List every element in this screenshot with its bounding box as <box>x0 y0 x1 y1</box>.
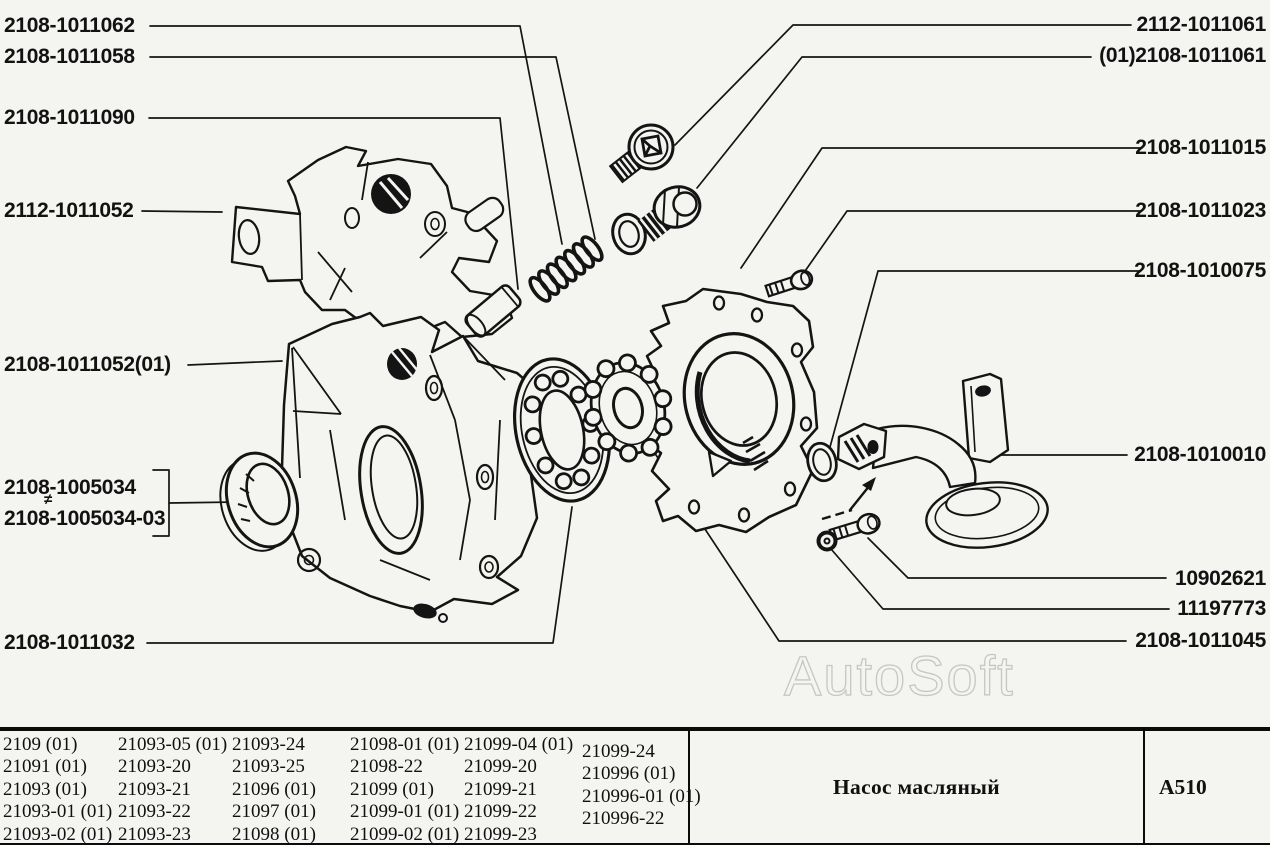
hex-plug-drawing <box>637 185 702 242</box>
applicability-table: 2109 (01)21091 (01)21093 (01)21093-01 (0… <box>0 727 1270 845</box>
part-number-label: 2108-1011062 <box>4 14 135 37</box>
outer-rotor-drawing <box>512 357 612 503</box>
model-number-cell: 21099-23 <box>464 823 537 845</box>
model-list: 2109 (01)21091 (01)21093 (01)21093-01 (0… <box>0 731 701 845</box>
part-name: Насос масляный <box>833 774 1000 799</box>
leader-line <box>826 270 1141 459</box>
bracket-hole <box>237 219 261 255</box>
autosoft-watermark: AutoSoft <box>783 643 1015 707</box>
valve-spring-drawing <box>528 235 604 303</box>
leader-line <box>149 25 563 245</box>
leader-line <box>802 210 1141 275</box>
part-number-label: 2108-1005034-03 <box>4 507 166 530</box>
hex-socket <box>640 134 663 158</box>
model-number-cell: 21093-05 (01) <box>118 734 228 755</box>
pickup-flange <box>836 422 888 471</box>
relief-valve-drawing <box>464 284 522 338</box>
model-number-cell: 21099 (01) <box>350 778 434 800</box>
part-number-label: 2108-1011015 <box>1135 136 1266 159</box>
not-equal-symbol: ≠ <box>44 491 53 508</box>
part-number-label: 2108-1010075 <box>1134 259 1266 282</box>
upper-housing-drawing <box>230 145 514 339</box>
cover-bolt-drawing <box>764 269 814 298</box>
part-number-label: 2108-1011058 <box>4 45 135 68</box>
pickup-bolt-drawing <box>828 512 881 542</box>
leader-line <box>867 537 1167 579</box>
part-number-label: 2108-1011023 <box>1135 199 1266 222</box>
model-number-cell: 21099-04 (01) <box>464 734 574 755</box>
leader-line <box>696 56 1092 189</box>
model-number-cell: 21098-22 <box>350 756 423 778</box>
leader-line <box>830 548 1170 610</box>
pickup-oring-drawing <box>806 441 838 483</box>
part-number-label: 2108-1010010 <box>1134 443 1266 466</box>
model-number-cell: 21099-24 <box>582 740 655 762</box>
leader-lines <box>141 24 1170 644</box>
part-number-label: 2112-1011052 <box>4 199 134 222</box>
socket-plug-drawing <box>608 123 675 184</box>
oil-pickup-drawing <box>836 372 1049 549</box>
part-number-label: 10902621 <box>1174 567 1266 590</box>
exploded-view-drawing <box>141 24 1170 644</box>
model-number-cell: 21093-21 <box>118 778 191 800</box>
model-number-cell: 210996-01 (01) <box>582 785 701 807</box>
part-number-label: 2108-1011052(01) <box>4 353 171 376</box>
model-number-cell: 21099-01 (01) <box>350 801 460 823</box>
model-number-cell: 21097 (01) <box>232 801 316 823</box>
crankshaft-bore <box>358 425 424 555</box>
model-number-cell: 21099-22 <box>464 801 537 823</box>
model-number-cell: 21099-20 <box>464 756 537 778</box>
part-number-label: 2112-1011061 <box>1136 13 1266 36</box>
oil-seal-drawing <box>219 451 300 552</box>
model-number-cell: 2109 (01) <box>3 734 78 755</box>
bolt-washer-drawing <box>816 530 838 552</box>
model-number-cell: 21093-25 <box>232 756 305 778</box>
assembly-direction-arrow <box>821 477 876 521</box>
part-number-label: 11197773 <box>1177 597 1266 620</box>
leader-line <box>149 56 596 240</box>
part-name-cell: Насос масляный <box>690 731 1145 843</box>
section-code-cell: А510 <box>1147 731 1270 843</box>
model-number-cell: 210996 (01) <box>582 763 676 785</box>
model-number-cell: 21093 (01) <box>3 778 87 800</box>
model-number-cell: 21099-21 <box>464 778 537 800</box>
pickup-tube <box>871 424 977 489</box>
model-number-cell: 21099-02 (01) <box>350 823 460 845</box>
model-number-cell: 21093-23 <box>118 823 191 845</box>
leader-line <box>141 210 223 213</box>
leader-line <box>740 147 1141 269</box>
model-number-cell: 21093-01 (01) <box>3 801 113 823</box>
section-code: А510 <box>1159 774 1207 799</box>
part-number-label: 2108-1011090 <box>4 106 135 129</box>
pump-cover-drawing <box>641 287 819 534</box>
model-number-cell: 21093-24 <box>232 734 305 755</box>
model-column: 2109 (01)21091 (01)21093 (01)21093-01 (0… <box>3 734 118 845</box>
leader-line <box>187 360 283 366</box>
model-number-cell: 21098-01 (01) <box>350 734 460 755</box>
model-number-cell: 21093-02 (01) <box>3 823 113 845</box>
leader-line <box>674 24 1132 146</box>
part-number-label: (01)2108-1011061 <box>1099 44 1266 67</box>
triangle-hole <box>707 450 733 478</box>
leader-line <box>146 506 573 644</box>
inner-rotor-drawing <box>583 353 673 463</box>
part-number-label: 2108-1011032 <box>4 631 135 654</box>
leader-line <box>148 117 519 290</box>
model-number-cell: 21096 (01) <box>232 778 316 800</box>
part-number-label: 2108-1005034 <box>4 476 136 499</box>
model-number-cell: 21093-20 <box>118 756 191 778</box>
model-number-cell: 21098 (01) <box>232 823 316 845</box>
part-number-label: 2108-1011045 <box>1135 629 1266 652</box>
model-number-cell: 21091 (01) <box>3 756 87 778</box>
model-number-cell: 210996-22 <box>582 807 665 829</box>
model-number-cell: 21093-22 <box>118 801 191 823</box>
lower-housing-drawing <box>280 311 545 623</box>
